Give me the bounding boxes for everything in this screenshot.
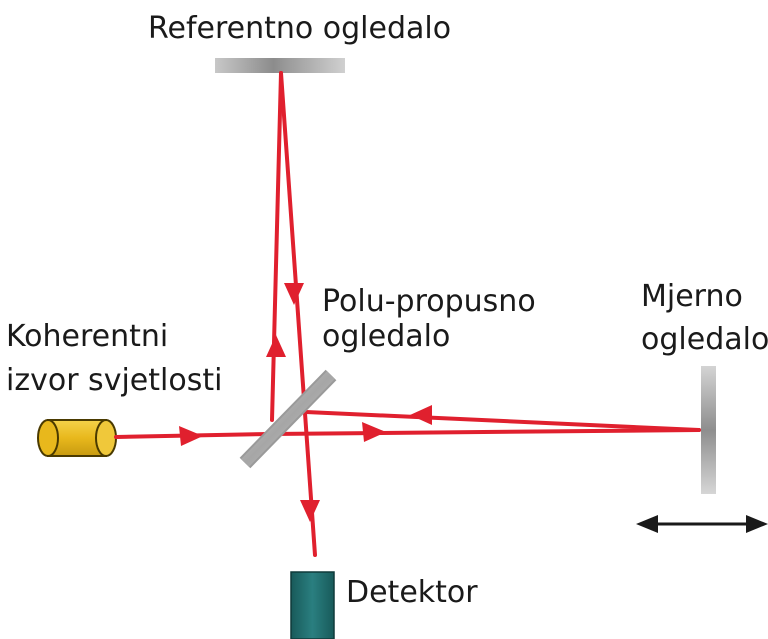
beam-arrows [179,283,432,522]
arrow-down-icon [300,500,320,522]
laser-beams [114,71,701,557]
measuring-mirror-label-line2: ogledalo [641,322,768,357]
detector [290,571,335,639]
source-label-line1: Koherentni [6,319,168,354]
arrow-right-icon [362,422,386,442]
measuring-mirror-label-line1: Mjerno [641,279,743,314]
coherent-light-source [37,419,117,457]
arrow-up-icon [266,335,286,357]
arrow-right-icon [179,426,203,446]
measuring-mirror [701,366,716,494]
beam-splitter-label-line1: Polu-propusno [322,284,536,319]
beam-splitter-label-line2: ogledalo [322,319,450,354]
reference-mirror [215,58,345,73]
detector-label: Detektor [346,575,478,610]
beam-splitter [239,369,337,469]
source-label-line2: izvor svjetlosti [6,363,222,398]
arrow-left-icon [410,405,432,425]
double-arrow-icon [636,515,768,533]
arrow-down-icon [284,283,304,305]
reference-mirror-label: Referentno ogledalo [148,11,451,46]
